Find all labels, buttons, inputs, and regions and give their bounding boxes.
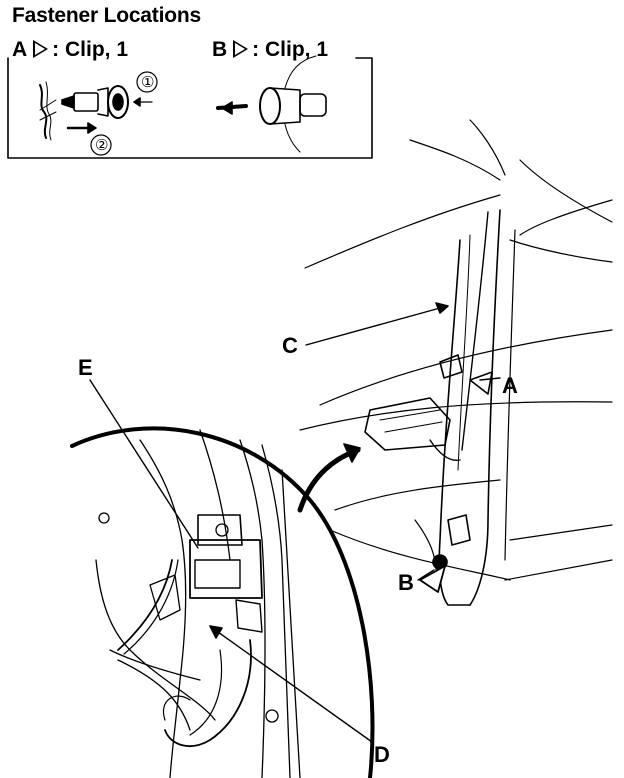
- leader-a: [479, 377, 501, 381]
- legend-clip-b: B : Clip, 1: [212, 38, 328, 62]
- leader-b: [417, 569, 435, 581]
- legend-box: [7, 57, 373, 159]
- legend-b-letter: B: [212, 38, 228, 61]
- callout-d: D: [374, 742, 390, 767]
- clip-a-illustration: [39, 81, 153, 141]
- callout-c: C: [282, 333, 298, 358]
- callout-e: E: [78, 355, 93, 380]
- legend-a-letter: A: [12, 38, 28, 61]
- step-two-circle: [90, 134, 112, 156]
- step-two-label: ②: [95, 137, 109, 154]
- detail-circle: [70, 426, 375, 778]
- leader-e: [89, 379, 199, 549]
- page-title: Fastener Locations: [12, 4, 201, 27]
- detail-interior: [95, 429, 301, 778]
- legend-a-text: : Clip, 1: [52, 38, 129, 61]
- hollow-triangle-icon: [33, 40, 49, 58]
- legend-clip-a: A : Clip, 1: [12, 38, 128, 62]
- callout-b: B: [398, 570, 414, 595]
- step-one-circle: [136, 71, 158, 93]
- clip-b-illustration: [216, 55, 327, 153]
- step-one-label: ①: [141, 74, 155, 91]
- legend-b-text: : Clip, 1: [252, 38, 329, 61]
- leader-c: [305, 307, 441, 346]
- vehicle-body: [299, 119, 613, 606]
- hollow-triangle-icon: [233, 40, 249, 58]
- callout-a: A: [502, 373, 518, 398]
